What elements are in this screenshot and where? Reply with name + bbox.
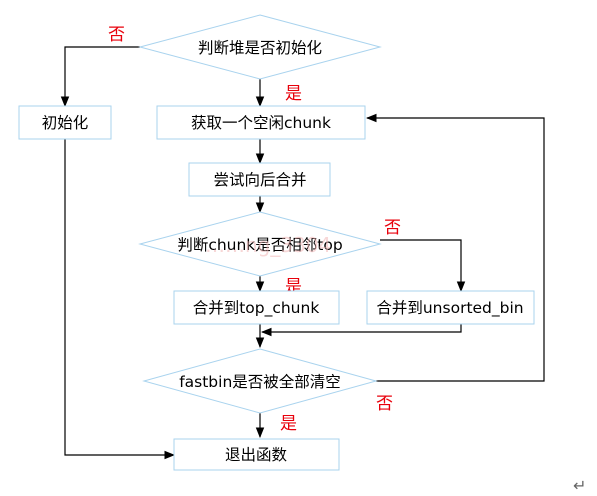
branch-heap-no: 否 [108,25,125,45]
branch-heap-yes: 是 [285,84,302,104]
top-check-label: 判断chunk是否相邻top [177,236,342,254]
init-label: 初始化 [42,114,89,132]
branch-fastbin-no: 否 [376,394,393,414]
decision-heap-initialized: 判断堆是否初始化 [138,14,382,80]
process-merge-top: 合并到top_chunk [173,290,340,325]
edge-fastbin-no-loop [365,113,545,382]
decision-fastbin-cleared: fastbin是否被全部清空 [142,348,378,414]
diamond-shape [138,211,382,277]
get-chunk-box [156,105,366,140]
edge-unsorted-to-merge-line [260,324,462,337]
process-init: 初始化 [18,105,112,140]
diamond-shape [138,14,382,80]
init-box [18,105,112,140]
edge-init-to-exit [64,139,176,460]
watermark: ……ng_3304 [205,233,331,257]
merge-top-label: 合并到top_chunk [193,299,320,318]
try-merge-box [188,162,331,197]
connectors [60,46,545,460]
process-merge-unsorted: 合并到unsorted_bin [366,290,535,325]
merge-unsorted-label: 合并到unsorted_bin [376,299,523,318]
exit-label: 退出函数 [225,446,288,464]
diamond-shape [142,348,378,414]
decision-adjacent-top: 判断chunk是否相邻top [138,211,382,277]
try-merge-label: 尝试向后合并 [213,171,306,189]
process-exit: 退出函数 [173,438,340,471]
branch-top-no: 否 [384,218,401,238]
branch-fastbin-yes: 是 [280,414,297,434]
merge-unsorted-box [366,290,535,325]
merge-top-box [173,290,340,325]
exit-box [173,438,340,471]
process-get-chunk: 获取一个空闲chunk [156,105,366,140]
fastbin-check-label: fastbin是否被全部清空 [179,373,341,391]
edge-heap-no-to-init [60,46,140,108]
process-try-merge: 尝试向后合并 [188,162,331,197]
get-chunk-label: 获取一个空闲chunk [191,114,331,132]
edge-top-no-to-unsorted [380,239,466,293]
heap-check-label: 判断堆是否初始化 [198,39,322,57]
return-symbol: ↵ [573,476,586,495]
